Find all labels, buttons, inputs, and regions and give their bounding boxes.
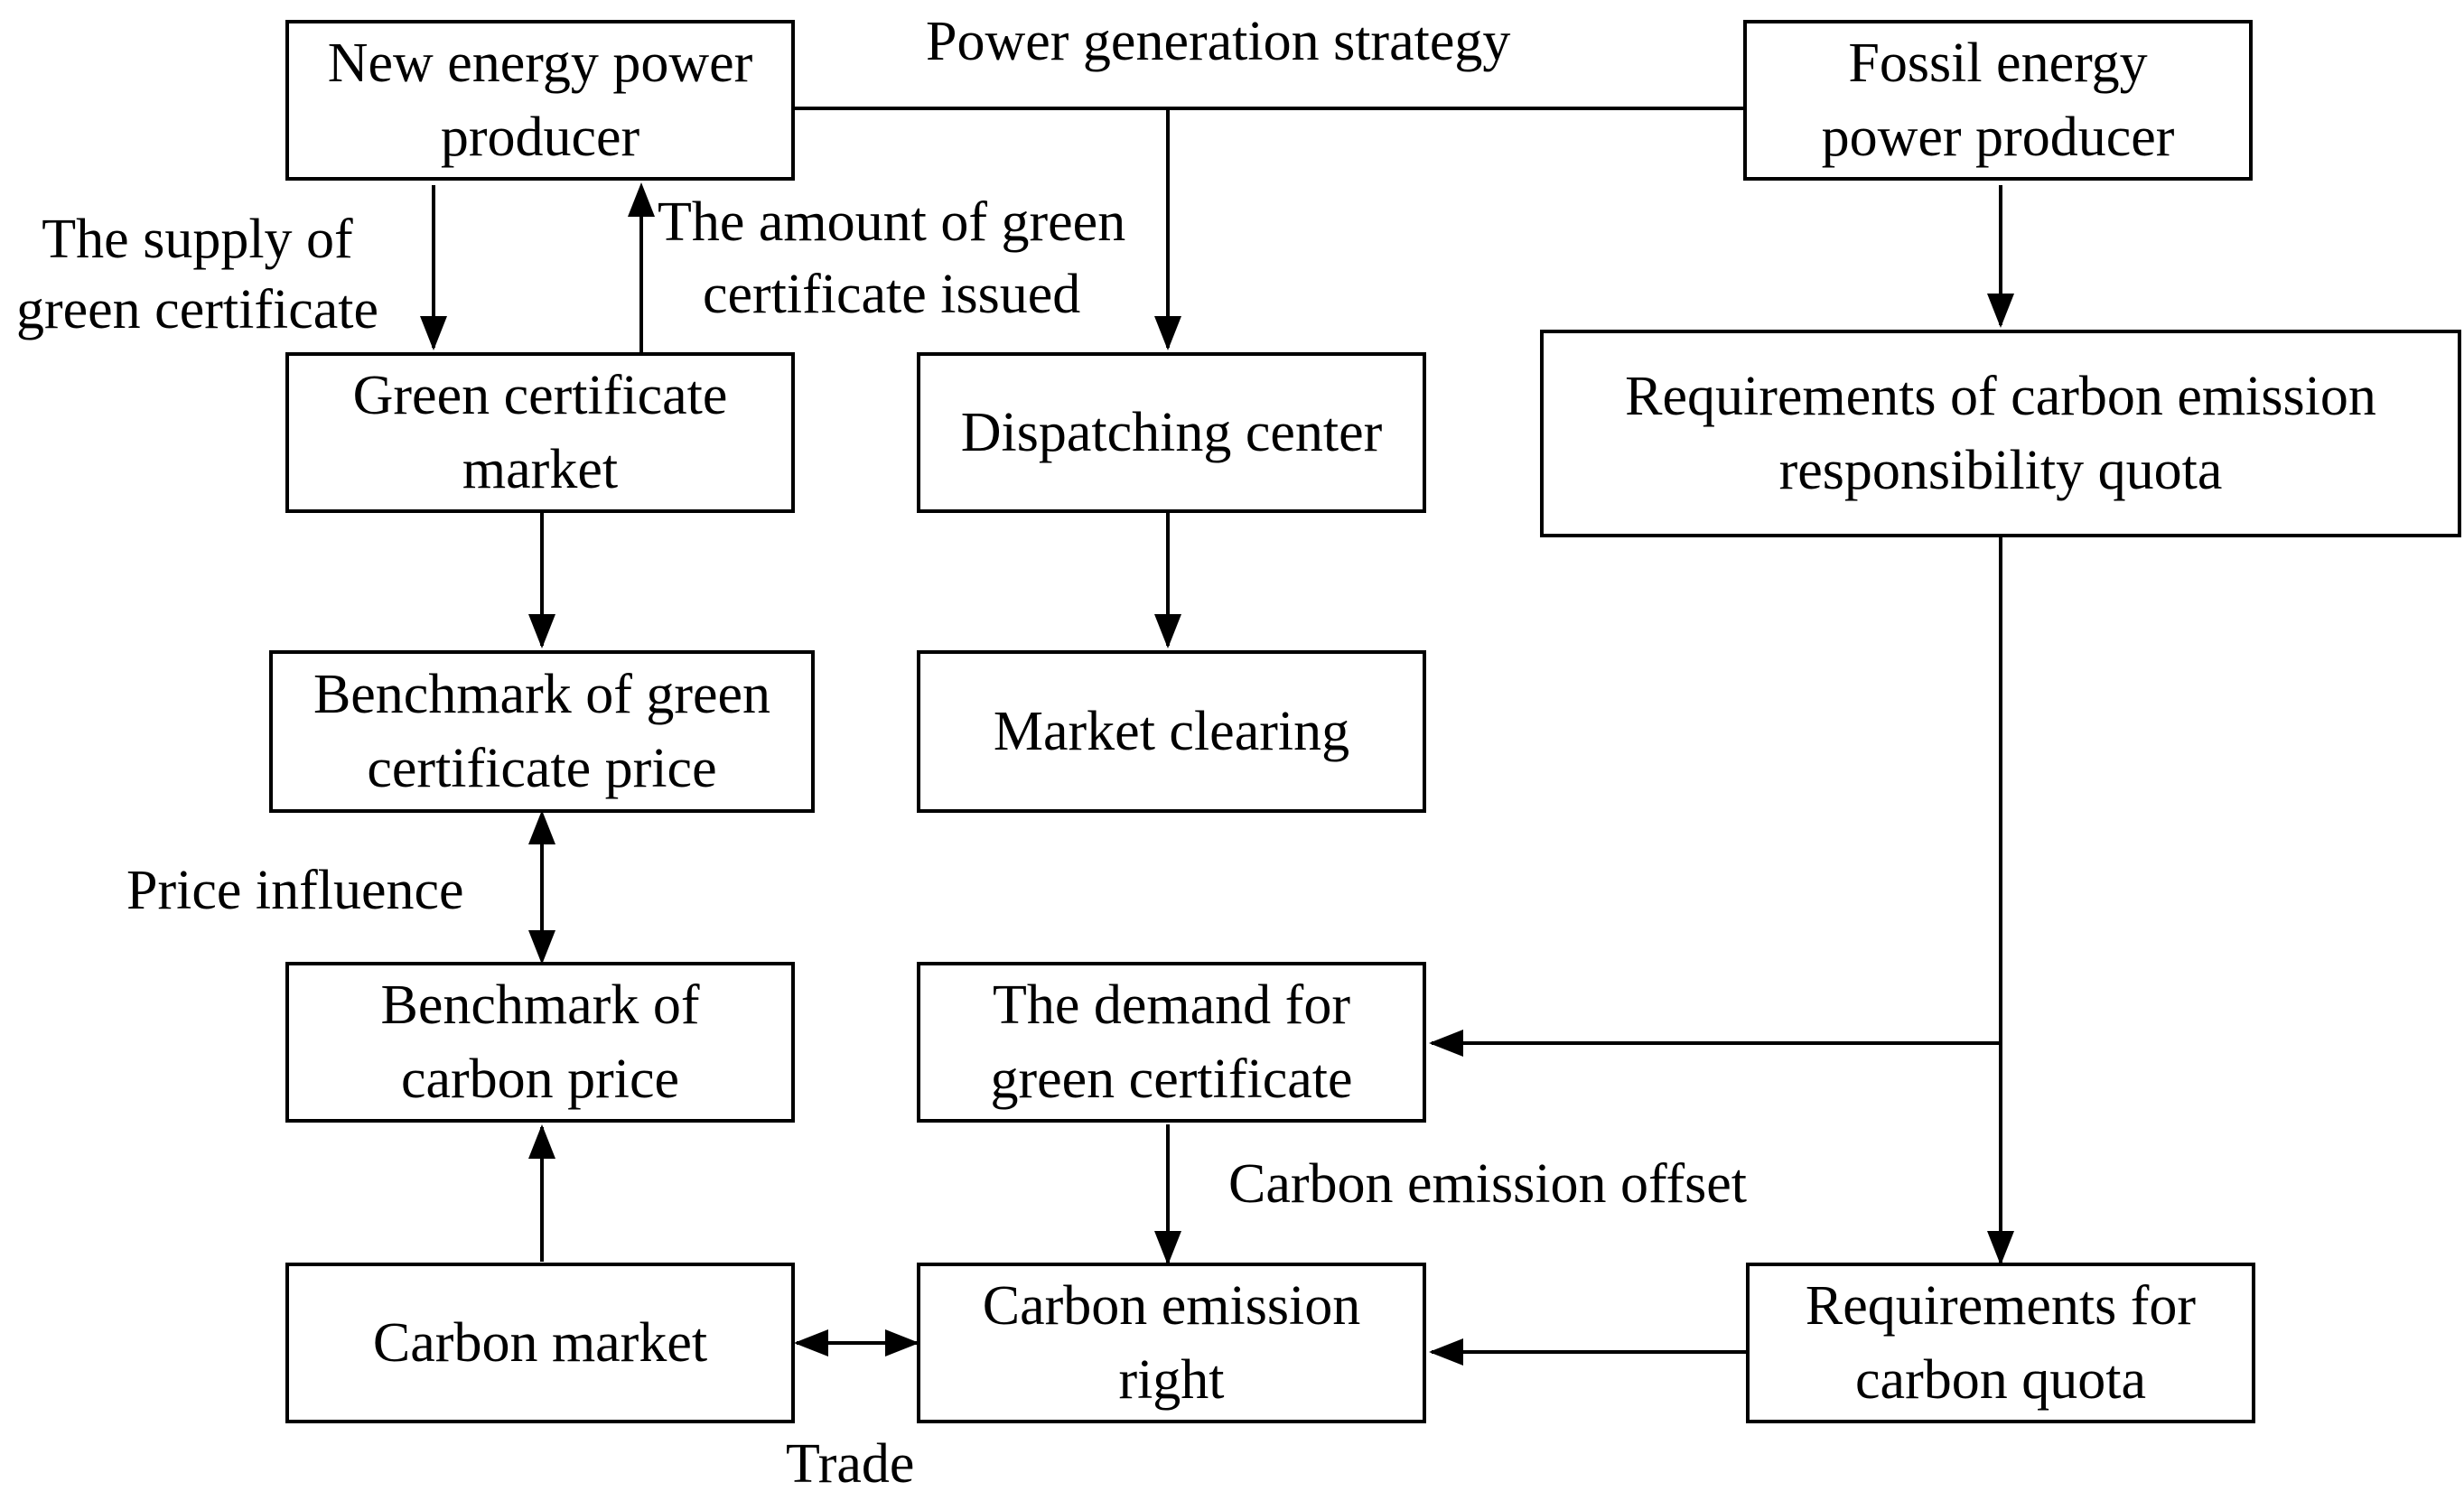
arrowhead-trade-right xyxy=(885,1329,919,1356)
trade-label: Trade xyxy=(786,1433,915,1495)
carbon-emission-quota-requirements-box: Requirements of carbon emission responsi… xyxy=(1540,330,2461,537)
arrowhead-quota-right xyxy=(1429,1338,1463,1366)
market-clearing-box: Market clearing xyxy=(917,650,1426,813)
arrowhead-new-energy xyxy=(628,182,655,217)
carbon-market-box: Carbon market xyxy=(285,1263,795,1423)
arrowhead-clearing xyxy=(1154,614,1181,648)
arrowhead-dispatch xyxy=(1154,316,1181,350)
arrowhead-trade-left xyxy=(794,1329,828,1356)
new-energy-producer-box: New energy power producer xyxy=(285,20,795,181)
dispatching-center-box: Dispatching center xyxy=(917,352,1426,513)
arrowhead-demand xyxy=(1429,1030,1463,1057)
arrowhead-price-down xyxy=(528,930,555,965)
arrowhead-bench-green xyxy=(528,614,555,648)
benchmark-green-price-box: Benchmark of green certificate price xyxy=(269,650,815,813)
arrowhead-carbon-right xyxy=(1154,1231,1181,1265)
carbon-quota-requirements-box: Requirements for carbon quota xyxy=(1746,1263,2255,1423)
carbon-emission-right-box: Carbon emission right xyxy=(917,1263,1426,1423)
demand-green-certificate-box: The demand for green certificate xyxy=(917,962,1426,1123)
price-influence-label: Price influence xyxy=(126,860,464,921)
arrowhead-req-quota xyxy=(1987,1231,2014,1265)
arrowhead-green-market xyxy=(420,316,447,350)
green-certificate-issued-label: The amount of green certificate issued xyxy=(658,191,1126,325)
green-certificate-market-box: Green certificate market xyxy=(285,352,795,513)
arrowhead-bench-carbon xyxy=(528,1124,555,1159)
benchmark-carbon-price-box: Benchmark of carbon price xyxy=(285,962,795,1123)
arrowhead-req-carbon xyxy=(1987,294,2014,328)
power-generation-strategy-label: Power generation strategy xyxy=(926,11,1511,72)
arrowhead-price-up xyxy=(528,810,555,844)
carbon-emission-offset-label: Carbon emission offset xyxy=(1228,1153,1748,1215)
green-certificate-supply-label: The supply of green certificate xyxy=(16,209,378,340)
fossil-producer-box: Fossil energy power producer xyxy=(1743,20,2253,181)
